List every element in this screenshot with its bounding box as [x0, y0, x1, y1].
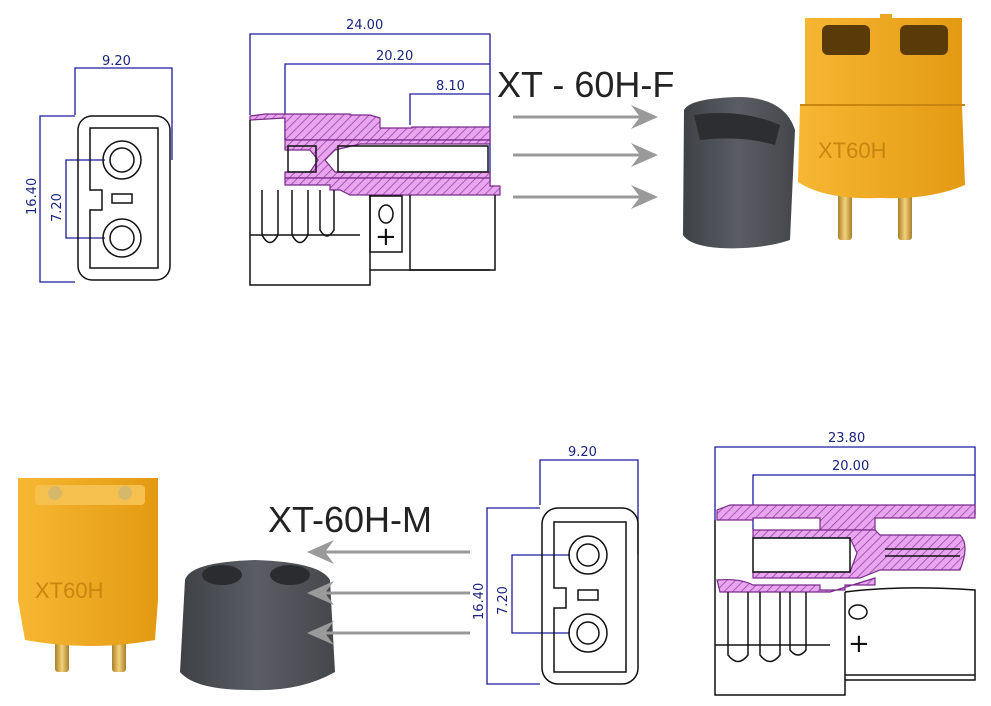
- female-arrows: [513, 105, 658, 209]
- female-pitch-dim: 7.20: [50, 193, 65, 222]
- male-height-dim: 16.40: [472, 583, 487, 620]
- female-housing: [798, 14, 965, 199]
- female-overall-dim: 24.00: [346, 18, 383, 33]
- female-side-view: 24.00 20.20 8.10 +: [249, 18, 501, 286]
- male-product-photo: XT60H: [18, 478, 335, 691]
- protective-cap: [180, 560, 335, 691]
- male-side-view: 23.80 20.00 +: [714, 431, 976, 696]
- female-contact-dim: 8.10: [436, 79, 465, 94]
- male-pitch-dim: 7.20: [496, 586, 511, 615]
- female-product-photo: XT60H: [683, 14, 965, 249]
- female-product-label: XT60H: [818, 138, 886, 163]
- female-front-view: 9.20 16.40 7.20: [25, 54, 173, 283]
- male-body-dim: 20.00: [832, 459, 869, 474]
- male-product-label: XT60H: [35, 578, 103, 603]
- female-width-dim: 9.20: [102, 54, 131, 69]
- female-body-dim: 20.20: [376, 49, 413, 64]
- male-housing: [18, 478, 158, 646]
- male-model-label: XT-60H-M: [268, 499, 432, 540]
- male-overall-dim: 23.80: [828, 431, 865, 446]
- female-model-label: XT - 60H-F: [497, 64, 674, 105]
- male-polarity-mark: +: [848, 629, 870, 659]
- female-height-dim: 16.40: [25, 178, 40, 215]
- male-arrows: [307, 540, 470, 645]
- female-polarity-mark: +: [375, 222, 397, 252]
- male-width-dim: 9.20: [568, 445, 597, 460]
- male-front-view: 9.20 16.40 7.20: [472, 445, 639, 685]
